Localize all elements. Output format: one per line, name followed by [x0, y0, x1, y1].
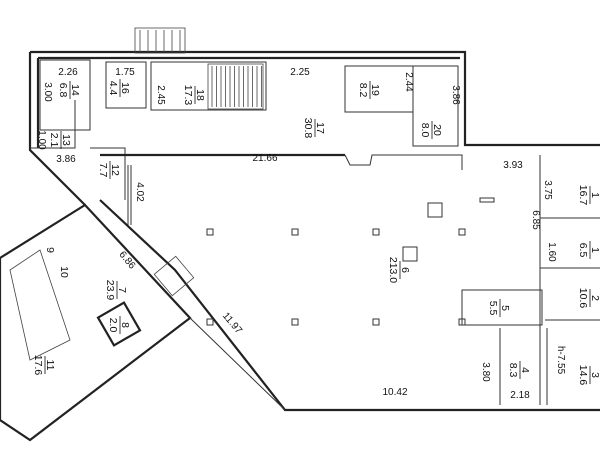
- room-label: 9: [44, 247, 56, 253]
- room-area: 10.6: [577, 288, 589, 309]
- room-label: 16.5: [577, 241, 600, 259]
- column: [458, 318, 466, 326]
- room-label: 198.2: [357, 81, 381, 99]
- column: [372, 318, 380, 326]
- room-number: 20: [431, 124, 443, 136]
- equipment-symbol: [427, 202, 443, 218]
- room-number: 9: [44, 247, 56, 253]
- room-label: 48.3: [507, 361, 531, 379]
- dimension-label: 4.02: [134, 182, 145, 202]
- room-area: 2.1: [48, 133, 60, 148]
- room-area: 23.9: [104, 280, 116, 301]
- room-area: 17.6: [32, 355, 44, 376]
- dimension-label: 2.26: [58, 67, 78, 78]
- dimension-label: 21.66: [252, 153, 277, 164]
- room-area: 8.0: [419, 123, 431, 138]
- room-area: 6.8: [57, 83, 69, 98]
- room-label: 210.6: [577, 288, 600, 309]
- room-number: 3: [589, 372, 600, 378]
- room-number: 14: [69, 84, 81, 96]
- room-area: 8.2: [357, 83, 369, 98]
- room-number: 11: [44, 360, 56, 371]
- room-label: 82.0: [107, 316, 131, 334]
- room-number: 17: [314, 122, 326, 134]
- dimension-label: 1.75: [115, 67, 135, 78]
- column: [206, 228, 214, 236]
- room-area: 17.3: [182, 85, 194, 106]
- room-area: 8.3: [507, 363, 519, 378]
- room-number: 6: [399, 267, 411, 273]
- room-area: 6.5: [577, 243, 589, 258]
- room-area: 16.7: [577, 185, 589, 206]
- room-number: 12: [109, 164, 121, 176]
- room-label: 55.5: [487, 299, 511, 317]
- room-area: 4.4: [107, 81, 119, 96]
- dimension-label: 3.75: [542, 180, 553, 200]
- room-label: 314.6: [577, 365, 600, 386]
- stairs: [9, 27, 264, 361]
- room-area: 5.5: [487, 301, 499, 316]
- column: [291, 318, 299, 326]
- room-area: 213.0: [387, 257, 399, 283]
- room-label: 116.7: [577, 185, 600, 206]
- dimension-label: 3.00: [42, 82, 53, 102]
- column: [291, 228, 299, 236]
- dimension-label: 2.44: [403, 72, 414, 92]
- dimension-label: 3.86: [56, 154, 76, 165]
- room-label: 132.1: [48, 131, 72, 149]
- fixture: [479, 197, 495, 203]
- column: [372, 228, 380, 236]
- dimension-label: 3.93: [503, 160, 523, 171]
- room-number: 13: [60, 134, 72, 146]
- room-area: 2.0: [107, 318, 119, 333]
- room-label: 208.0: [419, 121, 443, 139]
- dimension-label: 1.60: [546, 242, 557, 262]
- dimension-label: 6.85: [530, 210, 541, 230]
- dimension-label: 2.25: [290, 67, 310, 78]
- room-label: 146.8: [57, 81, 81, 99]
- room-label: 127.7: [97, 161, 121, 179]
- room-label: 10: [58, 266, 70, 278]
- room-number: 7: [116, 287, 128, 293]
- dimension-label: 6.86: [116, 249, 137, 271]
- column: [458, 228, 466, 236]
- interior-walls: [30, 56, 600, 405]
- dimension-label: 1.00: [36, 130, 47, 150]
- room-number: 5: [499, 305, 511, 311]
- room-area: 14.6: [577, 365, 589, 386]
- room-number: 10: [58, 266, 70, 278]
- dimension-label: 10.42: [382, 387, 407, 398]
- room-number: 19: [369, 84, 381, 96]
- dimension-label: 2.18: [510, 390, 530, 401]
- columns: [206, 228, 466, 326]
- elevator-shaft: [96, 301, 142, 347]
- room-label: 164.4: [107, 79, 131, 97]
- room-number: 2: [589, 295, 600, 301]
- dimension-label: h-7.55: [555, 346, 566, 375]
- room-number: 16: [119, 82, 131, 94]
- room-number: 1: [589, 192, 600, 198]
- room-number: 18: [194, 89, 206, 101]
- equipment-symbol: [402, 246, 418, 262]
- room-area: 30.8: [302, 118, 314, 139]
- room-area: 7.7: [97, 163, 109, 178]
- column: [206, 318, 214, 326]
- room-number: 1: [589, 247, 600, 253]
- room-number: 4: [519, 367, 531, 373]
- dimension-label: 2.45: [155, 85, 166, 105]
- dimension-label: 3.80: [480, 362, 491, 382]
- room-label: 723.9: [104, 280, 128, 301]
- dimension-label: 3.86: [450, 85, 461, 105]
- outer-walls: [0, 50, 600, 442]
- room-number: 8: [119, 322, 131, 328]
